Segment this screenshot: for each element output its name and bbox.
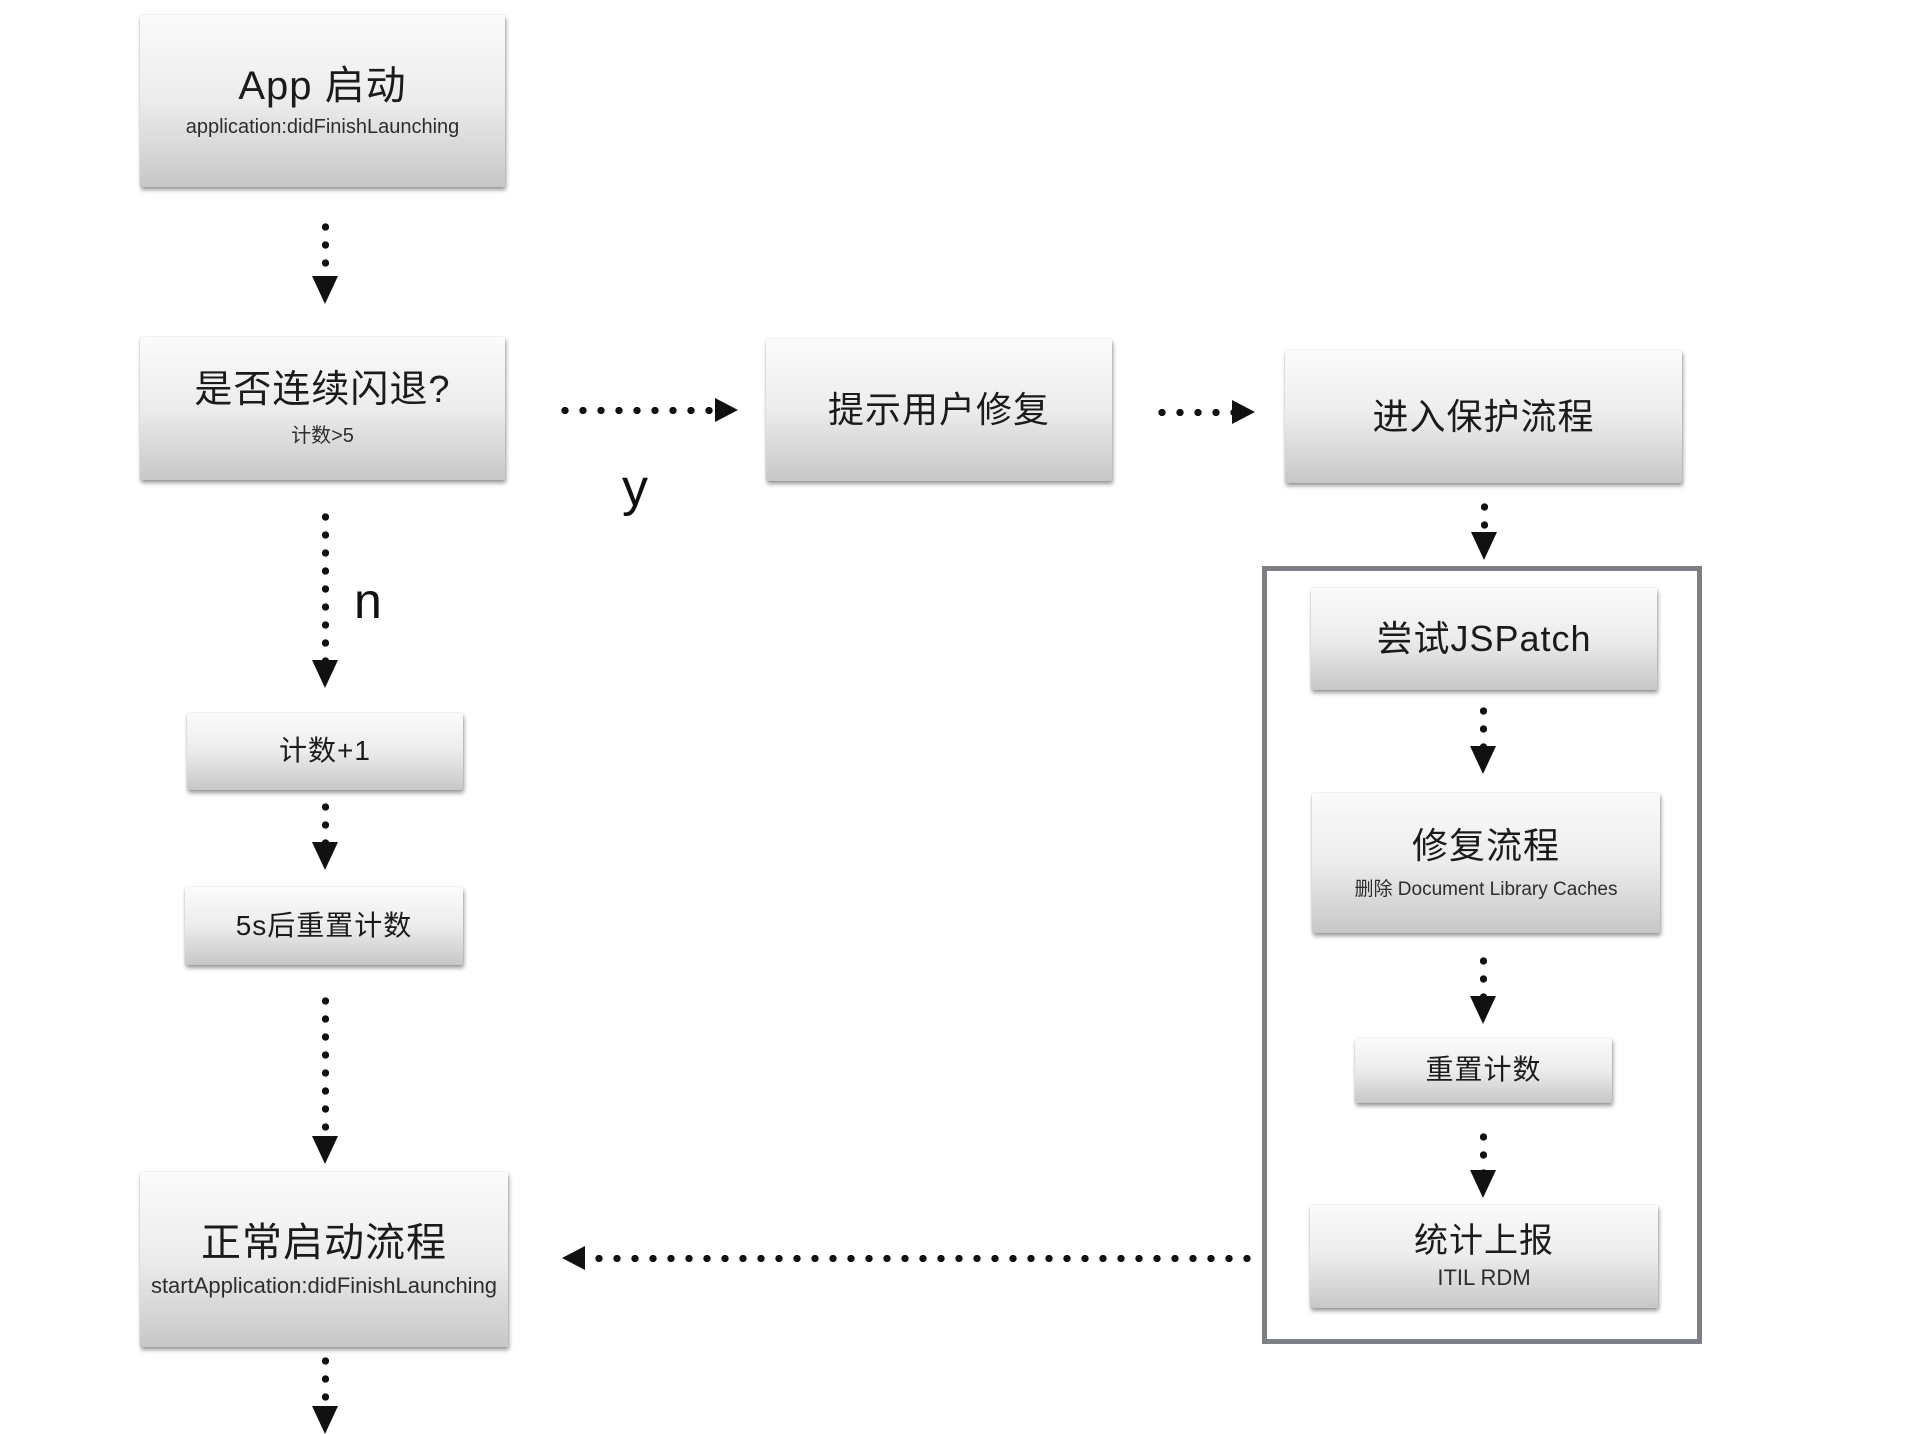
node-try-jspatch: 尝试JSPatch [1311,588,1657,690]
node-protect-flow: 进入保护流程 [1285,350,1682,483]
node-normal-launch: 正常启动流程 startApplication:didFinishLaunchi… [140,1172,508,1347]
arrow-count-plus-to-5s-reset [312,798,338,870]
node-title: 提示用户修复 [827,389,1050,431]
node-prompt-user: 提示用户修复 [766,339,1112,481]
arrow-repair-to-reset [1470,952,1496,1024]
arrow-crash-check-to-count-plus [312,508,338,688]
arrowhead-down-icon [1470,746,1496,774]
arrow-jspatch-to-repair [1470,702,1496,774]
node-title: 重置计数 [1425,1054,1542,1086]
dotted-line [1479,702,1487,746]
arrowhead-down-icon [1471,532,1497,560]
arrowhead-down-icon [312,276,338,304]
node-subtitle: startApplication:didFinishLaunching [150,1273,498,1298]
arrowhead-down-icon [312,1406,338,1434]
arrow-protect-flow-to-group [1471,498,1497,560]
arrowhead-down-icon [1470,996,1496,1024]
dotted-line [321,218,329,276]
dotted-line [1153,408,1232,416]
node-app-launch: App 启动 application:didFinishLaunching [140,15,505,187]
node-title: 统计上报 [1414,1222,1554,1261]
node-title: 修复流程 [1411,825,1560,867]
dotted-line [321,798,329,842]
dotted-line [321,992,329,1136]
dotted-line [321,508,329,660]
protection-group-box [1262,566,1702,1344]
node-subtitle: ITIL RDM [1437,1264,1531,1290]
node-title: 计数+1 [279,735,371,767]
branch-label-no: n [354,573,382,629]
node-crash-check: 是否连续闪退? 计数>5 [140,337,505,480]
node-report: 统计上报 ITIL RDM [1310,1205,1658,1308]
dotted-line [1480,498,1488,532]
node-repair-flow: 修复流程 删除 Document Library Caches [1312,793,1660,933]
arrowhead-right-icon [715,398,738,422]
node-title: 是否连续闪退? [194,368,451,411]
node-title: 5s后重置计数 [235,909,413,941]
node-subtitle: application:didFinishLaunching [185,116,460,138]
arrowhead-left-icon [562,1246,585,1270]
arrow-normal-launch-continue [312,1352,338,1434]
node-subtitle: 删除 Document Library Caches [1354,878,1618,900]
node-title: 正常启动流程 [201,1221,447,1265]
arrowhead-down-icon [312,1136,338,1164]
dotted-line [321,1352,329,1406]
arrow-app-to-crash-check [312,218,338,304]
arrow-reset-to-report [1470,1128,1496,1198]
arrowhead-down-icon [312,660,338,688]
arrowhead-down-icon [312,842,338,870]
node-reset-after-5s: 5s后重置计数 [185,887,463,965]
dotted-line [556,406,715,414]
arrow-prompt-user-to-protect-flow [1153,399,1255,425]
arrow-group-to-normal-launch [562,1245,1256,1271]
dotted-line [1479,952,1487,996]
node-title: App 启动 [238,64,407,108]
node-title: 进入保护流程 [1372,395,1595,437]
dotted-line [1479,1128,1487,1170]
dotted-line [585,1254,1256,1262]
node-reset-count: 重置计数 [1355,1038,1612,1103]
node-subtitle: 计数>5 [291,425,354,448]
arrowhead-down-icon [1470,1170,1496,1198]
arrow-crash-check-to-prompt-user [556,397,738,423]
arrow-5s-reset-to-normal-launch [312,992,338,1164]
node-count-plus: 计数+1 [187,713,463,790]
branch-label-yes: y [622,459,648,517]
arrowhead-right-icon [1232,400,1255,424]
node-title: 尝试JSPatch [1376,618,1592,660]
